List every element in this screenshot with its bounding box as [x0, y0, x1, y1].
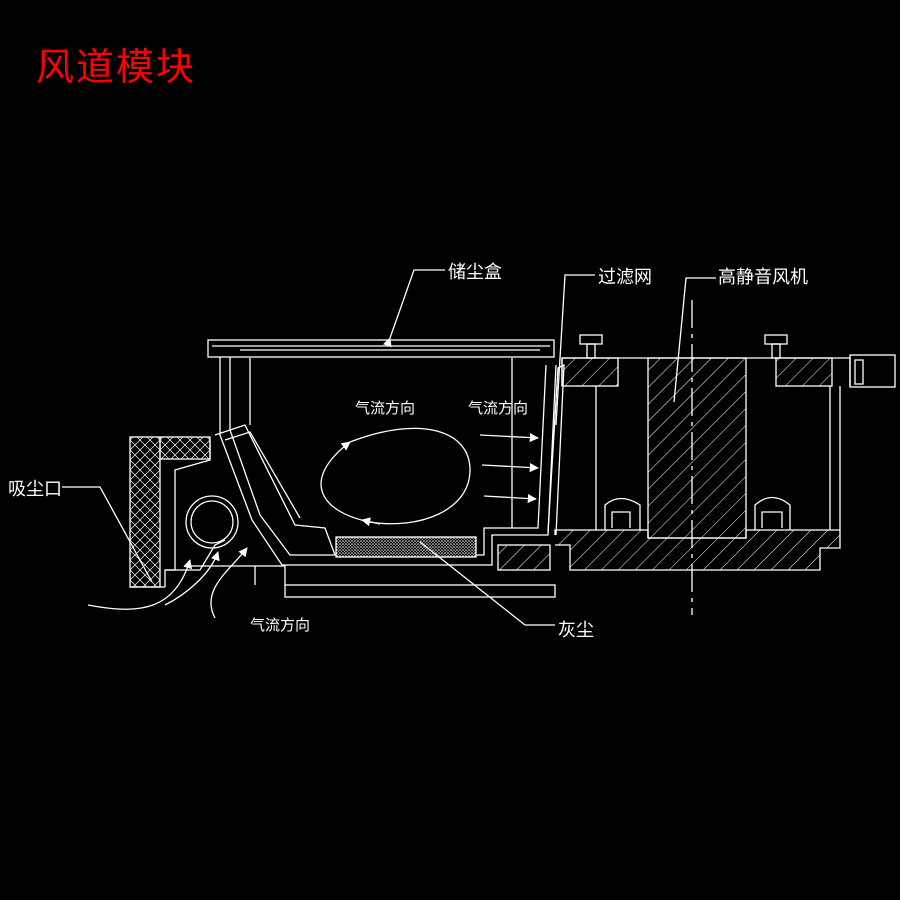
base-plate — [284, 584, 556, 598]
label-fan: 高静音风机 — [718, 267, 808, 288]
label-airflow-inlet: 气流方向 — [250, 616, 310, 634]
suction-tube — [185, 495, 239, 549]
label-airflow-box: 气流方向 — [355, 399, 415, 417]
airflow-loop — [320, 427, 471, 525]
label-dust: 灰尘 — [558, 620, 594, 641]
fan-housing — [497, 354, 896, 571]
label-suction-inlet: 吸尘口 — [8, 479, 62, 500]
airflow-loop-arrow — [361, 517, 381, 527]
label-airflow-filter: 气流方向 — [468, 399, 528, 417]
filter — [547, 363, 565, 536]
diagram-title: 风道模块 — [36, 45, 197, 89]
dust-box-lid — [207, 339, 555, 358]
airflow-arrows-filter — [479, 433, 539, 504]
label-dust-box: 储尘盒 — [448, 262, 502, 283]
suction-inlet — [129, 436, 286, 588]
label-filter: 过滤网 — [598, 267, 652, 288]
leader-lines — [62, 269, 716, 626]
dust-box — [214, 357, 557, 566]
bolt-right — [764, 334, 788, 359]
bolt-left — [579, 334, 603, 359]
dust-block — [335, 536, 477, 558]
airflow-inlet-curves — [87, 547, 248, 619]
